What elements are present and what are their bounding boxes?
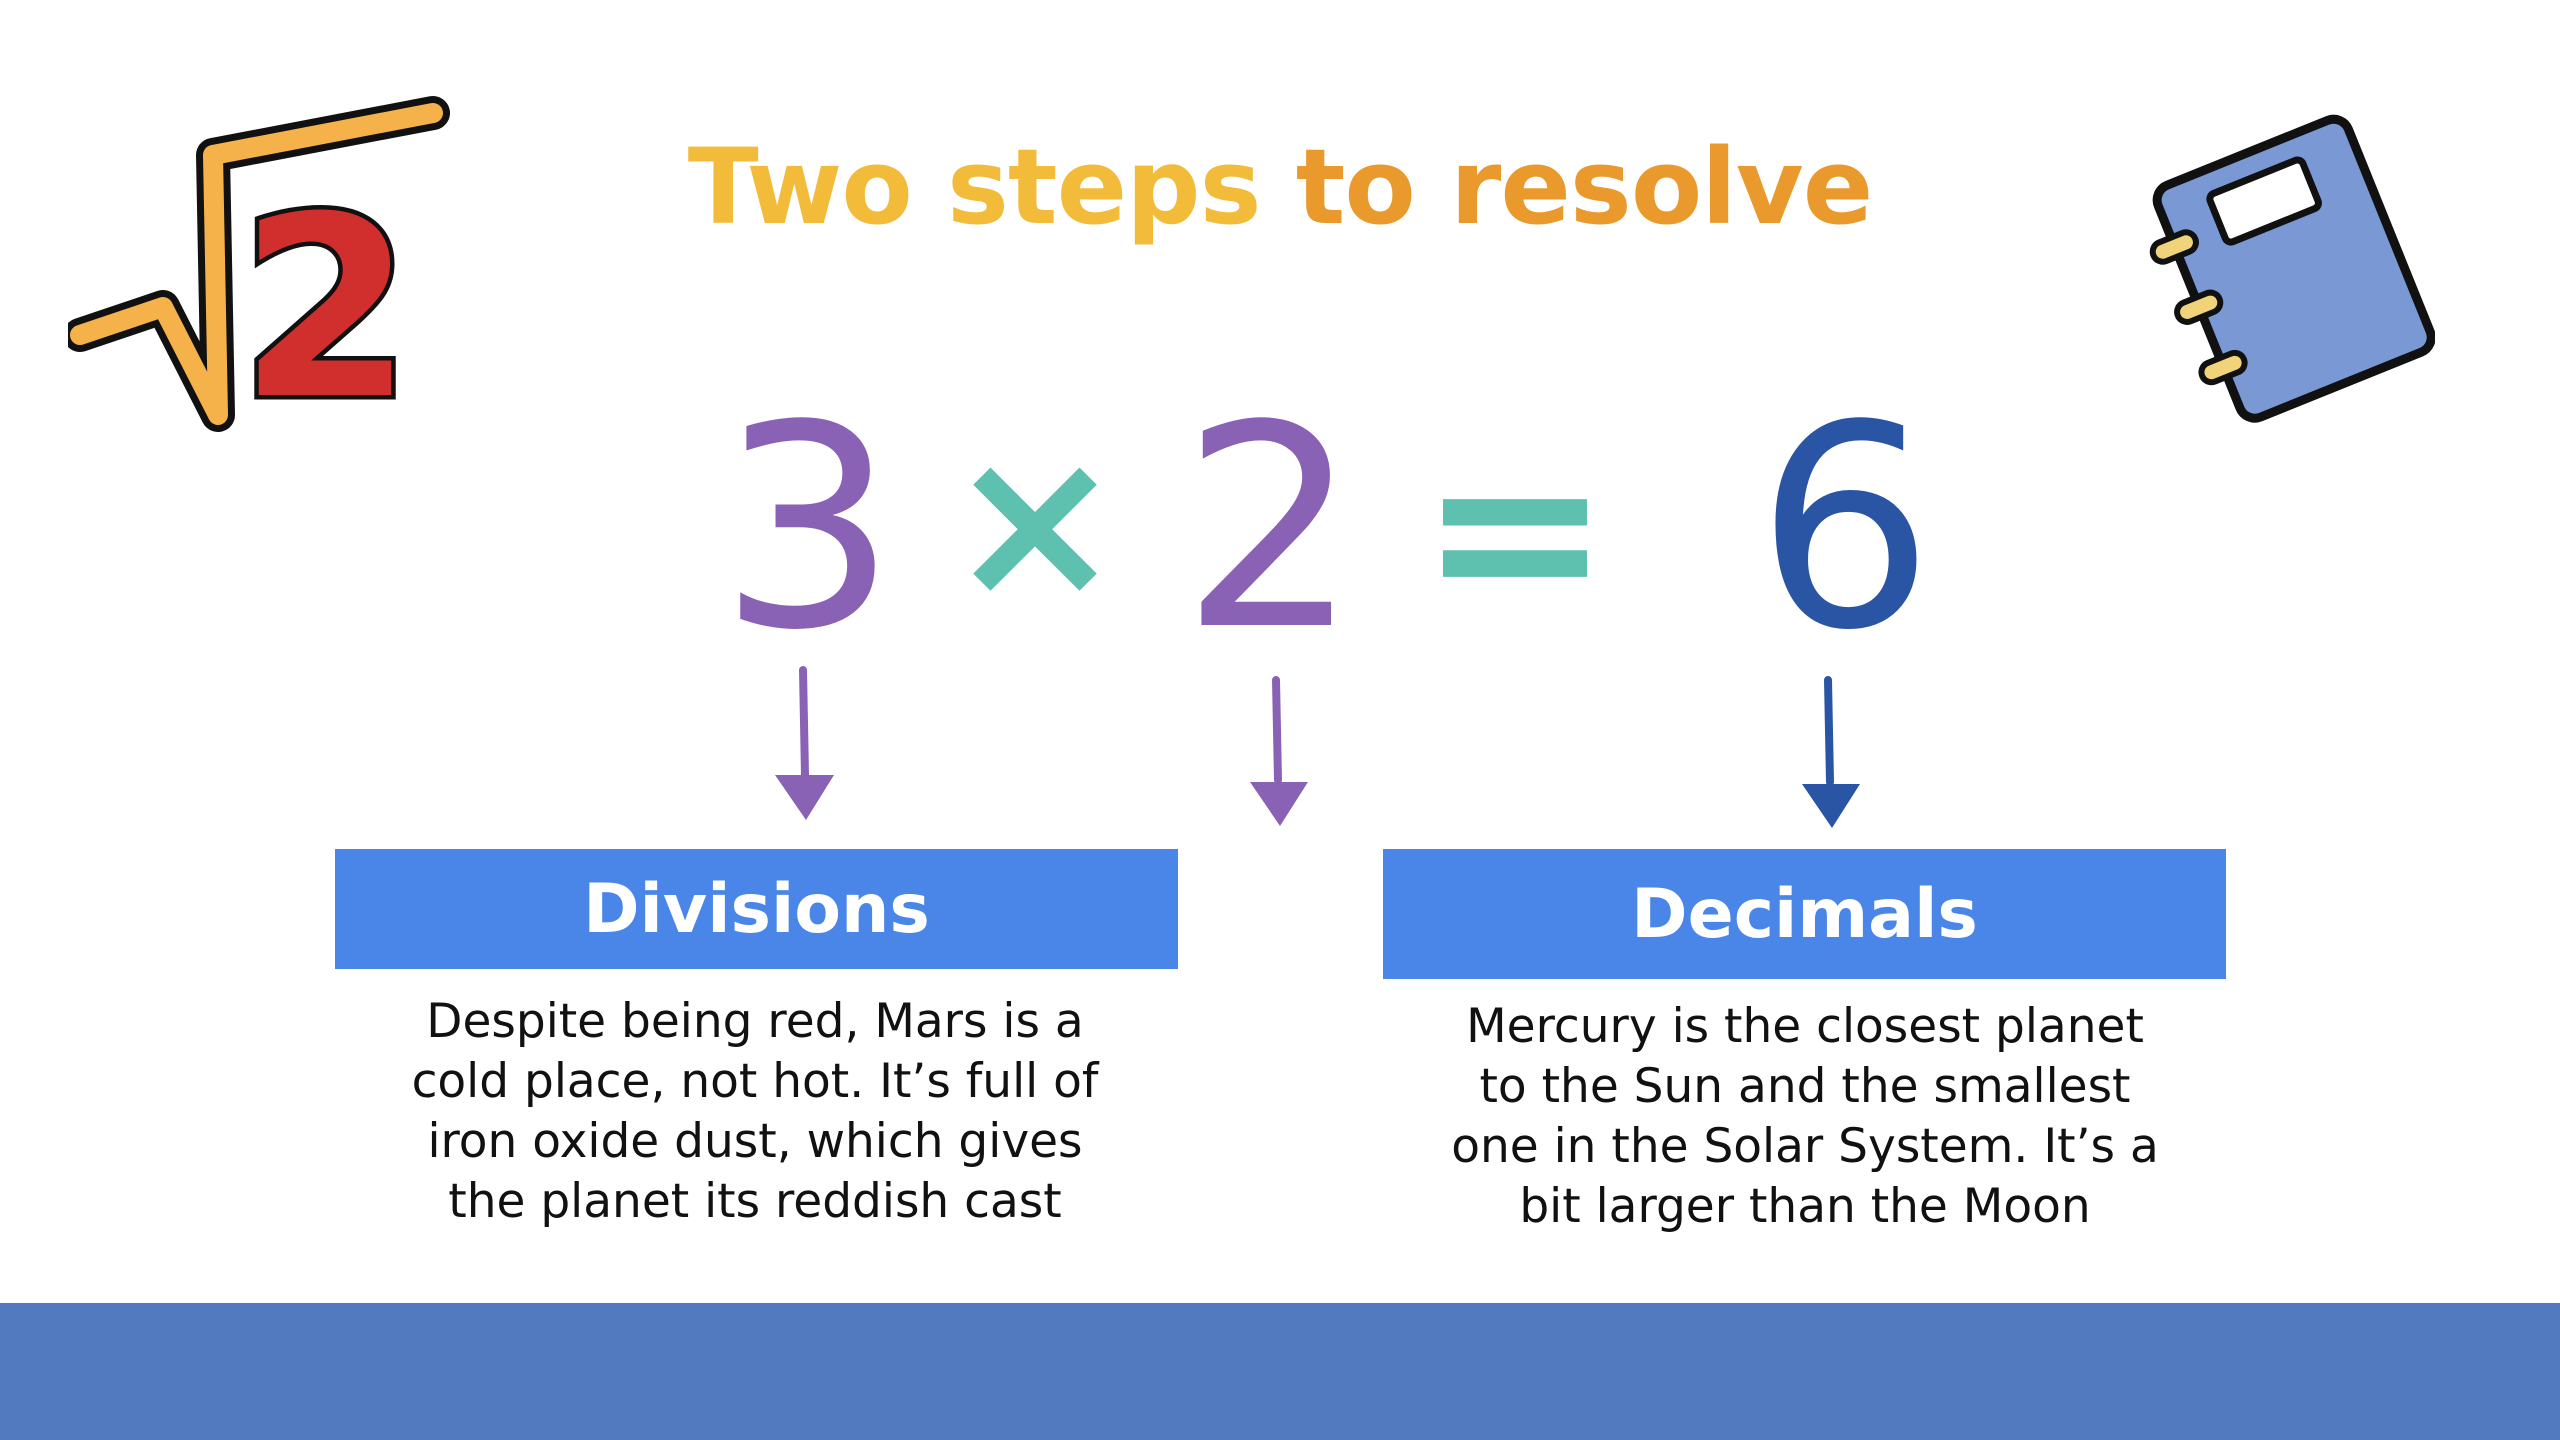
title-part2: to resolve bbox=[1295, 126, 1874, 248]
arrow-down-icon bbox=[1802, 676, 1860, 828]
decimals-heading: Decimals bbox=[1631, 874, 1978, 954]
operator-multiply: × bbox=[947, 400, 1123, 645]
decimals-heading-box: Decimals bbox=[1383, 849, 2226, 979]
result-6: 6 bbox=[1756, 366, 1934, 692]
divisions-heading: Divisions bbox=[583, 869, 930, 949]
divisions-description: Despite being red, Mars is a cold place,… bbox=[355, 992, 1155, 1232]
description-line: the planet its reddish cast bbox=[448, 1174, 1062, 1229]
slide-title: Two steps to resolve bbox=[0, 135, 2560, 239]
equals-sign: = bbox=[1419, 398, 1612, 665]
footer-bar bbox=[0, 1303, 2560, 1440]
divisions-heading-box: Divisions bbox=[335, 849, 1178, 969]
sqrt-number: 2 bbox=[239, 163, 413, 440]
operand-2: 2 bbox=[1181, 366, 1359, 692]
description-line: bit larger than the Moon bbox=[1519, 1179, 2091, 1234]
description-line: to the Sun and the smallest bbox=[1479, 1059, 2131, 1114]
description-line: iron oxide dust, which gives bbox=[427, 1114, 1083, 1169]
description-line: one in the Solar System. It’s a bbox=[1451, 1119, 2159, 1174]
description-line: Mercury is the closest planet bbox=[1466, 999, 2144, 1054]
description-line: Despite being red, Mars is a bbox=[426, 994, 1084, 1049]
arrow-down-icon bbox=[1250, 676, 1308, 826]
title-part1: Two steps bbox=[687, 126, 1262, 248]
arrow-down-icon bbox=[775, 666, 834, 820]
notebook-icon bbox=[2149, 114, 2435, 423]
description-line: cold place, not hot. It’s full of bbox=[411, 1054, 1099, 1109]
decimals-description: Mercury is the closest planet to the Sun… bbox=[1395, 997, 2215, 1237]
square-root-icon: 2 bbox=[68, 96, 450, 440]
operand-3: 3 bbox=[719, 366, 897, 692]
